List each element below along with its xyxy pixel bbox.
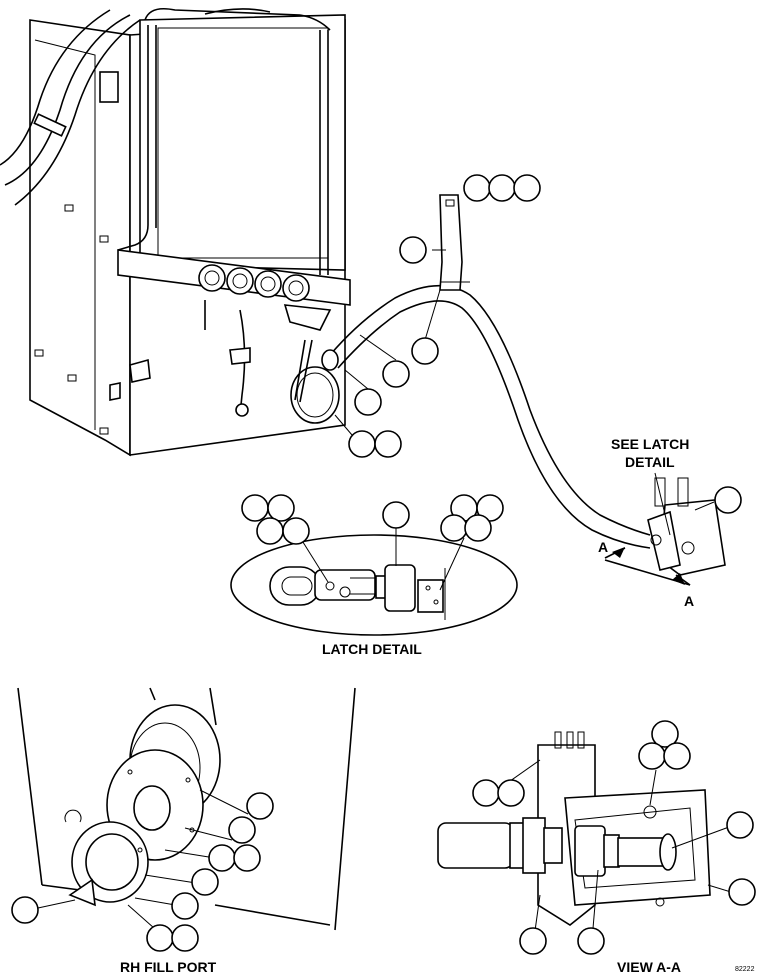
- callout-circle: [146, 924, 174, 952]
- see-latch-detail-label-2: DETAIL: [625, 454, 675, 470]
- callout-circle: [638, 742, 666, 770]
- callout-circle: [208, 844, 236, 872]
- callout-circle: [651, 720, 679, 748]
- callout-circle: [382, 501, 410, 529]
- callout-circle: [472, 779, 500, 807]
- callout-circle: [519, 927, 547, 955]
- callout-circle: [728, 878, 756, 906]
- callout-circle: [256, 517, 284, 545]
- callout-circle: [382, 360, 410, 388]
- rh-fill-port-view: [17, 687, 356, 931]
- callout-circle: [577, 927, 605, 955]
- section-marker-right: A: [684, 593, 694, 609]
- callout-circle: [228, 816, 256, 844]
- view-aa-label: VIEW A-A: [617, 959, 681, 975]
- callout-circle: [171, 892, 199, 920]
- callout-leaders: [37, 249, 732, 941]
- section-marker-left: A: [598, 539, 608, 555]
- callout-circle: [171, 924, 199, 952]
- callout-circle: [354, 388, 382, 416]
- drain-hose: [321, 194, 651, 549]
- callout-circle: [191, 868, 219, 896]
- callout-circle: [348, 430, 376, 458]
- callout-circle: [488, 174, 516, 202]
- callout-circle: [714, 486, 742, 514]
- callout-circle: [233, 844, 261, 872]
- latch-detail-label: LATCH DETAIL: [322, 641, 422, 657]
- callout-circle: [476, 494, 504, 522]
- callout-circle: [440, 514, 468, 542]
- latch-unit: [647, 477, 726, 576]
- callout-circle: [246, 792, 274, 820]
- callout-circles: [11, 174, 756, 955]
- callout-circle: [726, 811, 754, 839]
- callout-circle: [463, 174, 491, 202]
- figure-reference: 82222: [735, 966, 755, 973]
- view-aa: [437, 731, 711, 926]
- callout-circle: [464, 514, 492, 542]
- callout-circle: [399, 236, 427, 264]
- callout-circle: [241, 494, 269, 522]
- callout-circle: [267, 494, 295, 522]
- callout-circle: [282, 517, 310, 545]
- callout-circle: [11, 896, 39, 924]
- latch-detail-view: [230, 534, 518, 636]
- callout-circle: [411, 337, 439, 365]
- callout-circle: [663, 742, 691, 770]
- callout-circle: [374, 430, 402, 458]
- tank-assembly: [0, 7, 351, 457]
- callout-circle: [497, 779, 525, 807]
- rh-fill-port-label: RH FILL PORT: [120, 959, 217, 975]
- callout-circle: [513, 174, 541, 202]
- see-latch-detail-label: SEE LATCH: [611, 436, 689, 452]
- section-line-aa: A A: [598, 539, 694, 609]
